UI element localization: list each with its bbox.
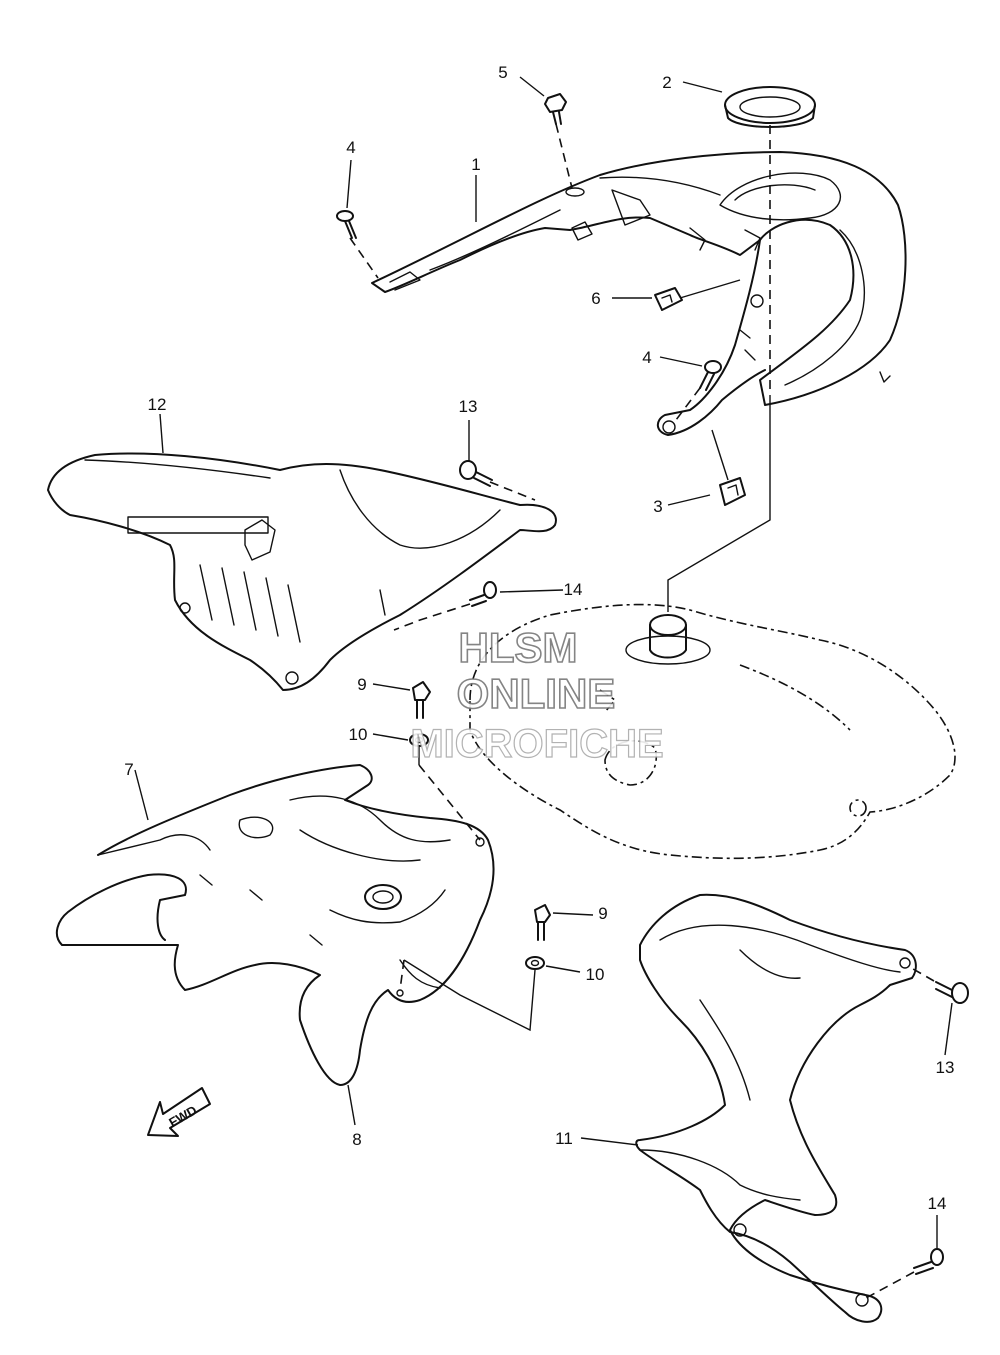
watermark-line-2: ONLINE — [457, 670, 616, 717]
callout-8: 8 — [352, 1130, 361, 1149]
bolt-14-upper — [469, 581, 497, 607]
part-7-8-front-cover — [55, 764, 495, 1086]
bolt-4-upper — [336, 210, 357, 239]
fwd-label: FWD — [166, 1102, 199, 1130]
callout-4-upper: 4 — [346, 138, 355, 157]
part-11-side-cover — [635, 893, 917, 1323]
leader-lines — [134, 76, 953, 1299]
callout-7: 7 — [124, 760, 133, 779]
callout-13-lower: 13 — [936, 1058, 955, 1077]
bolt-13-upper — [459, 460, 493, 487]
callout-4-lower: 4 — [642, 348, 651, 367]
bolt-5 — [544, 93, 567, 125]
bolt-13-lower — [935, 981, 969, 1004]
callout-9-upper: 9 — [357, 675, 366, 694]
callout-9-lower: 9 — [598, 904, 607, 923]
nut-3 — [719, 477, 746, 506]
callout-12: 12 — [148, 395, 167, 414]
callout-14-upper: 14 — [564, 580, 583, 599]
bolt-4-lower — [699, 360, 722, 391]
part-12-side-cover — [47, 452, 557, 691]
callout-10-upper: 10 — [349, 725, 368, 744]
part-2-filler-ring — [724, 86, 816, 128]
watermark-line-3: MICROFICHE — [410, 722, 663, 766]
callout-5: 5 — [498, 63, 507, 82]
watermark-line-1: HLSM — [459, 624, 578, 671]
bolt-9-upper — [412, 681, 431, 719]
washer-10-lower — [525, 956, 545, 970]
nut-6 — [654, 287, 683, 311]
part-1-tank-cover — [371, 151, 907, 436]
fwd-arrow-icon: FWD — [147, 1087, 211, 1137]
callout-6: 6 — [591, 289, 600, 308]
callout-1: 1 — [471, 155, 480, 174]
callout-14-lower: 14 — [928, 1194, 947, 1213]
fuel-tank — [469, 603, 956, 860]
callout-11: 11 — [555, 1129, 573, 1148]
bolt-14-lower — [913, 1248, 944, 1275]
callout-3: 3 — [653, 497, 662, 516]
watermark: HLSM ONLINE MICROFICHE — [410, 623, 665, 766]
callout-labels: 1 2 3 4 4 5 6 7 8 9 9 10 10 11 12 13 13 … — [124, 63, 954, 1213]
callout-13-upper: 13 — [459, 397, 478, 416]
callout-10-lower: 10 — [586, 965, 605, 984]
bolt-9-lower — [534, 904, 551, 941]
callout-2: 2 — [662, 73, 671, 92]
